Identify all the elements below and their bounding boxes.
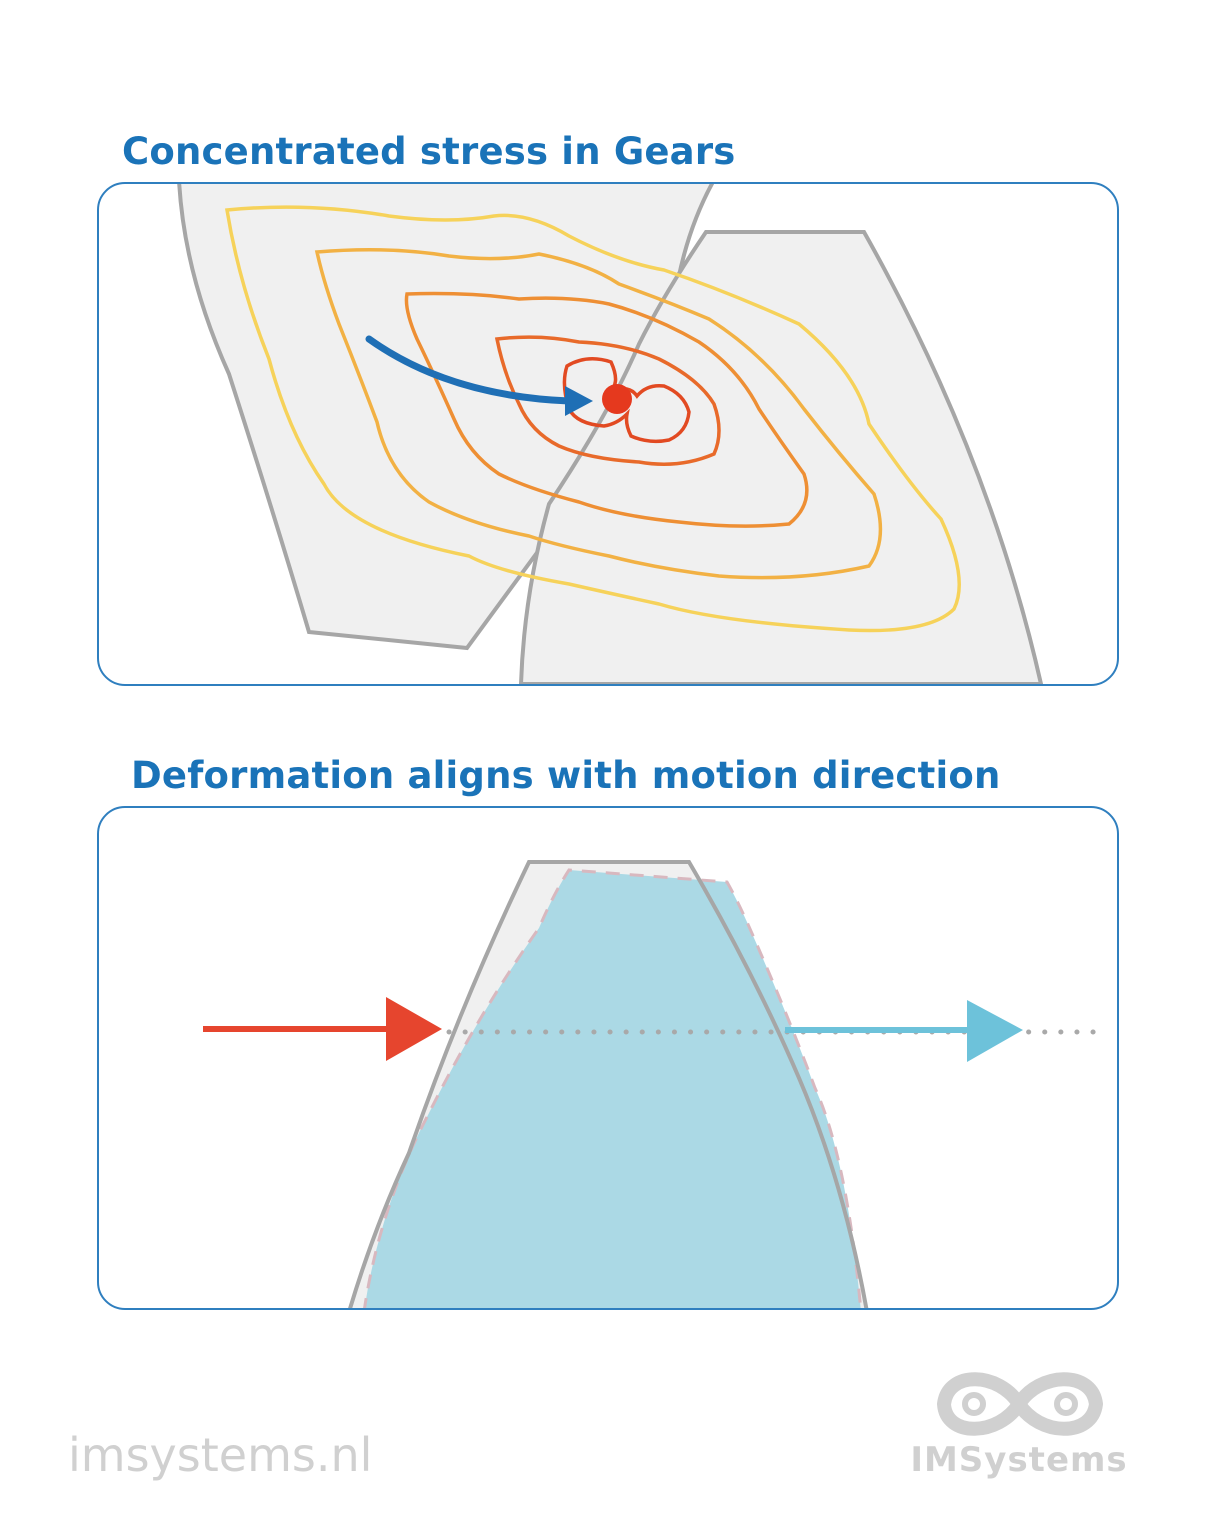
stress-point-icon [602, 384, 632, 414]
stress-diagram-panel [97, 182, 1119, 686]
stress-diagram [177, 184, 1044, 684]
original-tooth-outline [348, 860, 869, 1308]
right-gear-tooth [518, 230, 1044, 684]
deformation-diagram [203, 860, 1112, 1308]
infinity-logo-icon [936, 1372, 1104, 1436]
stress-contours [224, 205, 961, 633]
stress-contour-1 [224, 205, 961, 633]
force-arrow-icon [203, 997, 442, 1061]
company-logo: IMSystems [874, 1364, 1164, 1494]
website-url: imsystems.nl [68, 1428, 373, 1482]
logo-text: IMSystems [910, 1440, 1128, 1480]
deformation-section-title: Deformation aligns with motion direction [131, 754, 1001, 797]
stress-section-title: Concentrated stress in Gears [122, 130, 736, 173]
deformed-tooth-profile [363, 868, 863, 1308]
direction-arrow-icon [785, 1000, 1023, 1062]
curved-arrow-icon [365, 335, 593, 416]
stress-contour-3 [404, 291, 809, 528]
stress-contour-4 [494, 335, 721, 466]
deformation-diagram-panel [97, 806, 1119, 1310]
stress-contour-2 [314, 248, 883, 580]
